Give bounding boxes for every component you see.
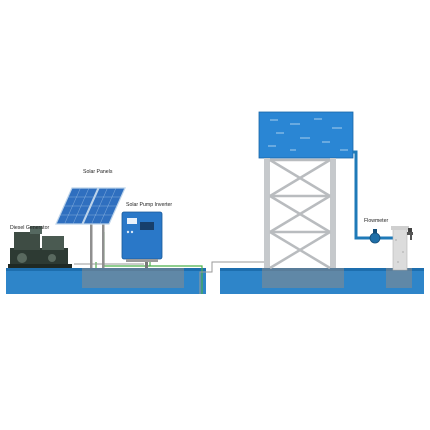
- tank-support-tower: [264, 158, 336, 270]
- solar-pump-inverter: [121, 211, 163, 268]
- water-tank: [258, 111, 354, 159]
- grey-cable: [74, 261, 264, 294]
- foundation-slab-tower: [262, 268, 344, 288]
- foundation-slab-pillar: [386, 268, 412, 288]
- label-flowmeter: Flowmeter: [364, 218, 388, 224]
- foundation-slab-left: [82, 268, 184, 288]
- flowmeter: [369, 229, 381, 244]
- label-solar-panels: Solar Panels: [83, 169, 113, 175]
- label-diesel-generator: Diesel Generator: [10, 225, 49, 231]
- water-tap-icon: [407, 228, 413, 240]
- label-solar-pump-inverter: Solar Pump Inverter: [126, 202, 172, 208]
- diesel-generator: [8, 226, 72, 268]
- outlet-pipe: [353, 150, 394, 240]
- concrete-pillar: [391, 226, 409, 271]
- solar-panel-array: [55, 187, 126, 268]
